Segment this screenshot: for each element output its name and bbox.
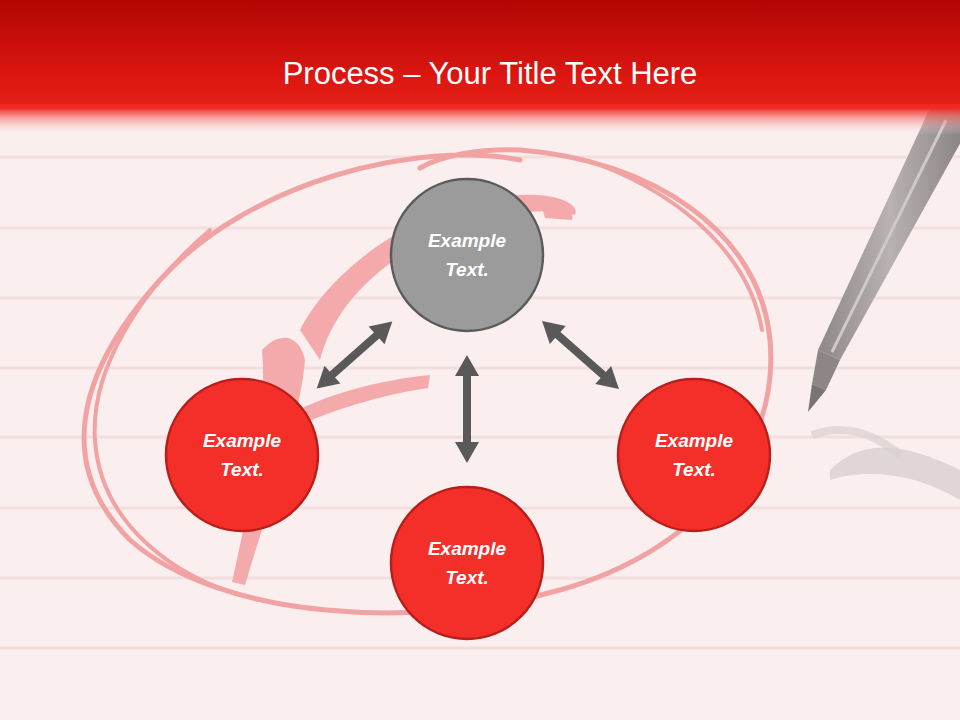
node-label: Example Text. — [190, 426, 294, 484]
arrow-head — [455, 355, 479, 376]
double-arrow — [542, 321, 619, 389]
process-circle: Example Text. — [616, 377, 772, 533]
arrow-head — [595, 366, 619, 389]
arrow-head — [542, 321, 566, 344]
arrow-shaft — [463, 373, 471, 445]
circle-shape — [389, 485, 545, 641]
node-label: Example Text. — [642, 426, 746, 484]
arrow-shaft — [330, 333, 379, 376]
circle-shape — [164, 377, 320, 533]
arrow-head — [369, 321, 393, 344]
arrow-head — [455, 442, 479, 463]
process-circle: Example Text. — [389, 177, 545, 333]
slide-title: Process – Your Title Text Here — [0, 52, 960, 96]
pen-illustration — [808, 108, 960, 500]
node-text: Example Text. — [415, 534, 519, 592]
node-text: Example Text. — [190, 426, 294, 484]
circle-shape — [616, 377, 772, 533]
double-arrow — [455, 355, 479, 463]
double-arrow — [317, 321, 393, 388]
node-text: Example Text. — [642, 426, 746, 484]
ruled-lines — [0, 157, 960, 648]
circle-shape — [389, 177, 545, 333]
node-label: Example Text. — [415, 534, 519, 592]
arrow-head — [317, 366, 341, 389]
process-circle: Example Text. — [389, 485, 545, 641]
arrow-shaft — [556, 333, 606, 377]
node-label: Example Text. — [415, 226, 519, 284]
node-text: Example Text. — [415, 226, 519, 284]
process-circle: Example Text. — [164, 377, 320, 533]
